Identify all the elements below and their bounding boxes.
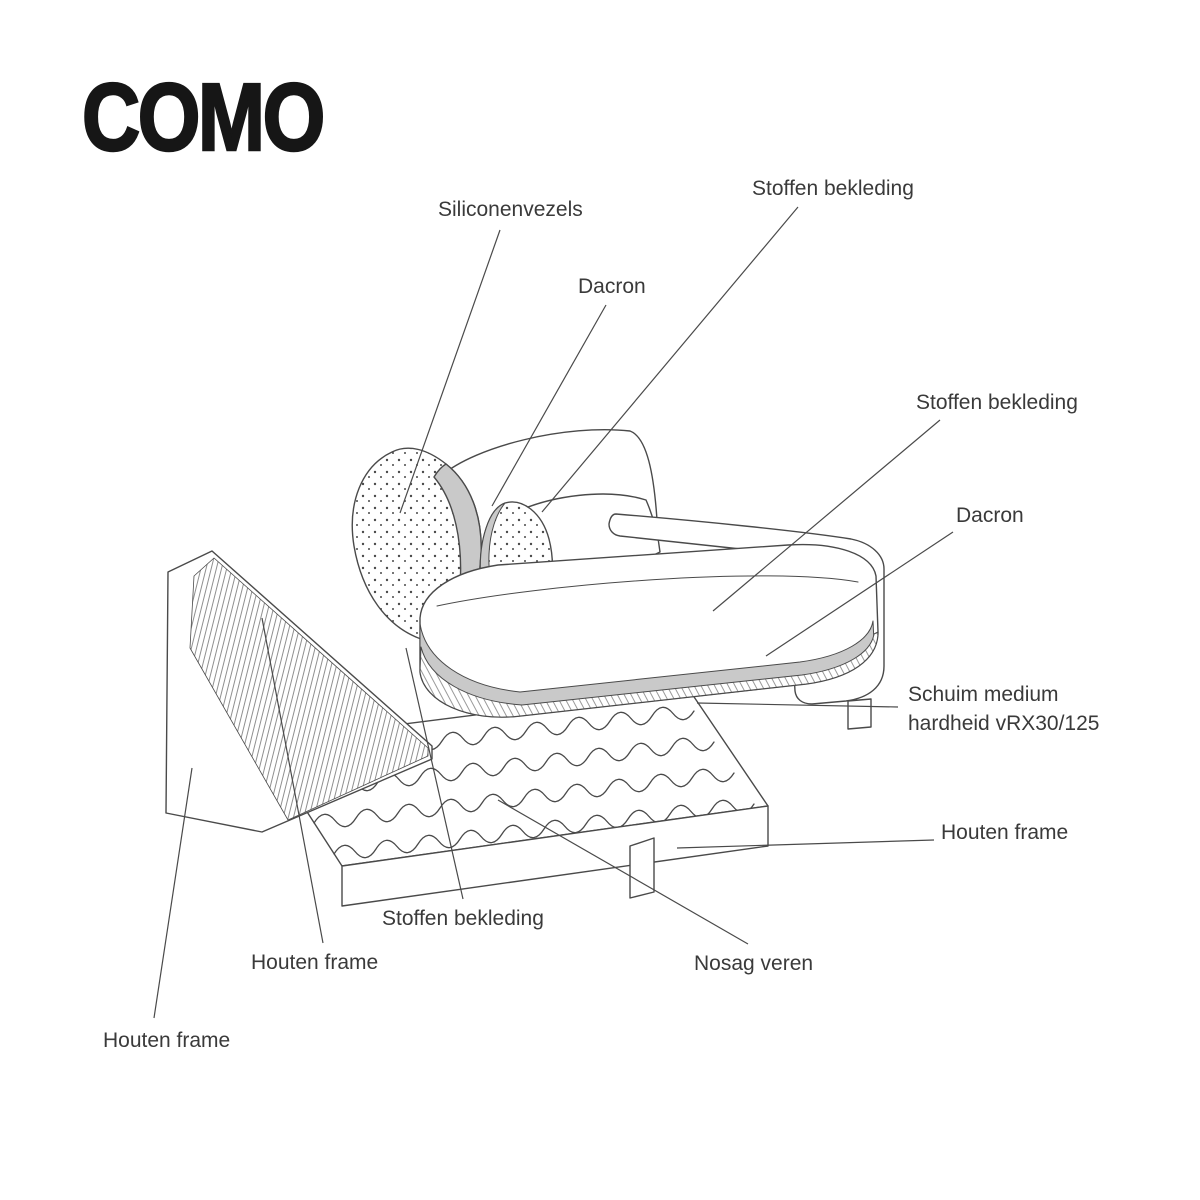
leader-stoffen-bekleding-right [712, 419, 941, 612]
callout-stoffen-bekleding-right: Stoffen bekleding [916, 391, 1078, 414]
leader-dacron-top [491, 304, 607, 507]
seat-cushion [419, 543, 879, 718]
leader-schuim [696, 702, 899, 708]
callout-siliconenvezels: Siliconenvezels [438, 198, 583, 221]
leader-stoffen-bekleding-top [541, 206, 799, 513]
leader-houten-frame-bottom-left [153, 767, 193, 1019]
leader-stoffen-bekleding-bottom [405, 647, 464, 900]
page-title: COMO [81, 64, 326, 171]
arm-slats [189, 557, 429, 821]
callout-schuim: Schuim medium hardheid vRX30/125 [908, 683, 1100, 736]
callout-stoffen-bekleding-bottom: Stoffen bekleding [382, 907, 544, 930]
callout-dacron-top: Dacron [578, 275, 646, 298]
callout-houten-frame-bottom: Houten frame [251, 951, 379, 974]
callout-stoffen-bekleding-top: Stoffen bekleding [752, 177, 914, 200]
arm-panel [165, 550, 433, 833]
leader-houten-frame-bottom [261, 617, 324, 944]
callout-houten-frame-bottom-left: Houten frame [103, 1029, 231, 1052]
callout-dacron-right: Dacron [956, 504, 1024, 527]
callout-nosag-veren: Nosag veren [694, 952, 814, 975]
callout-houten-frame-right: Houten frame [941, 821, 1069, 844]
leader-lines [153, 206, 954, 1019]
seat-seam [436, 575, 859, 607]
right-armrest-leg [847, 698, 872, 730]
leader-dacron-right [765, 531, 954, 657]
foam-core [419, 631, 879, 718]
leader-siliconenvezels [399, 229, 501, 514]
sofa-illustration [165, 428, 885, 907]
leader-houten-frame-right [676, 839, 935, 849]
leader-nosag-veren [497, 799, 749, 945]
base-leg [629, 837, 655, 899]
base-front-face [341, 805, 769, 907]
